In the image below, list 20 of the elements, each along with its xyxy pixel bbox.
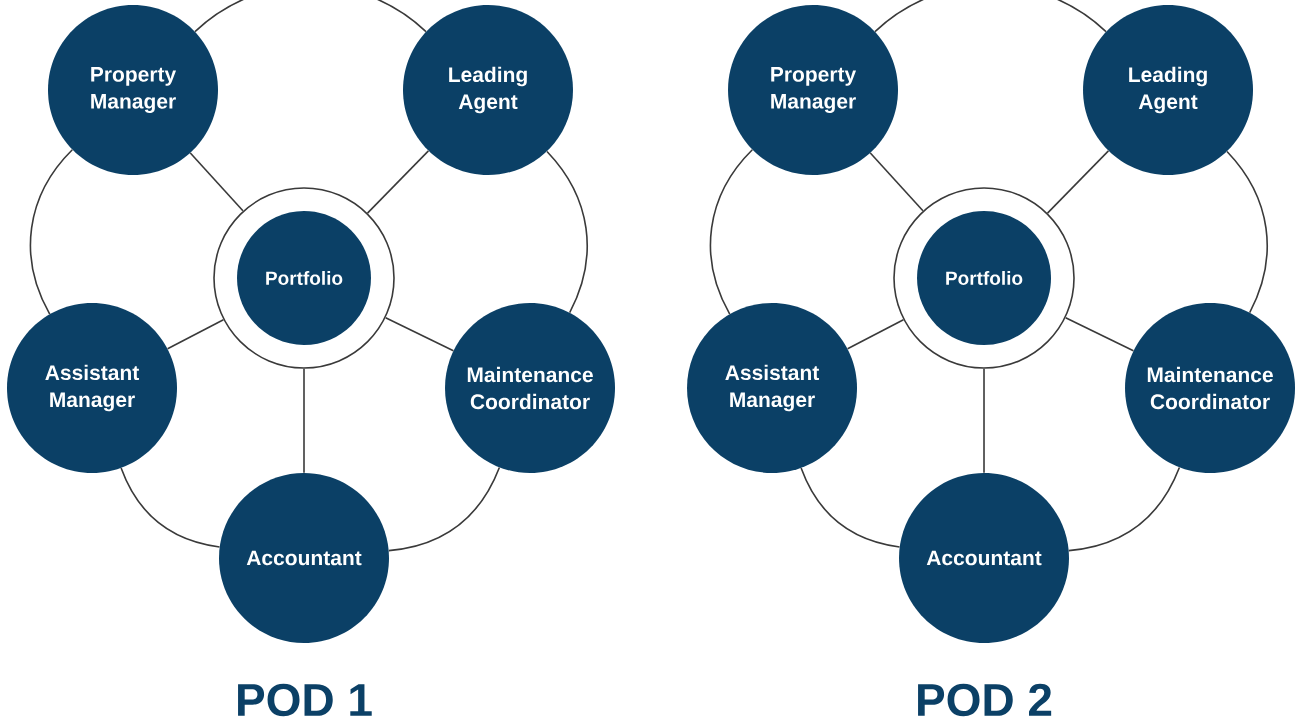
spoke-line (366, 150, 430, 214)
ring-line (29, 149, 74, 315)
spoke-line (1046, 150, 1110, 214)
spoke-line (166, 319, 225, 350)
spoke-line (983, 368, 985, 474)
ring-line (1068, 466, 1181, 552)
ring-line (546, 150, 588, 314)
ring-line (194, 0, 427, 33)
spoke-line (189, 152, 244, 212)
ring-line (120, 467, 221, 548)
spoke-line (303, 368, 305, 474)
spoke-line (846, 319, 905, 350)
ring-line (1226, 150, 1268, 314)
spoke-line (1064, 316, 1135, 352)
spoke-line (384, 316, 455, 352)
ring-line (709, 149, 754, 315)
ring-line (874, 0, 1107, 33)
spoke-line (869, 152, 924, 212)
ring-line (388, 466, 501, 552)
ring-line (800, 467, 901, 548)
